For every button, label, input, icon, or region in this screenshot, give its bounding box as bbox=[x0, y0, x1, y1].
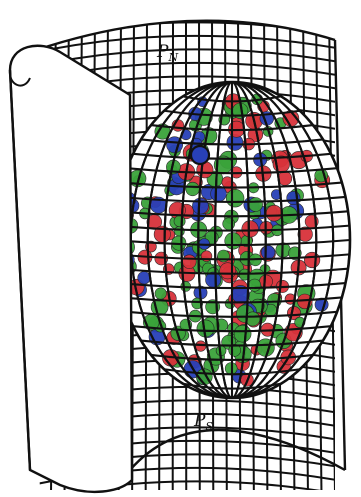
atom bbox=[266, 205, 282, 221]
cylinder-front-sheet bbox=[10, 46, 132, 492]
atom bbox=[234, 325, 251, 342]
south-pole-label: PS bbox=[194, 413, 213, 432]
marker-atom bbox=[191, 146, 209, 164]
north-pole-label: PN bbox=[157, 44, 178, 63]
atom bbox=[226, 189, 244, 207]
atom bbox=[220, 263, 236, 279]
sphere bbox=[114, 82, 350, 398]
north-pole-subscript: N bbox=[168, 51, 178, 64]
atom bbox=[174, 226, 184, 236]
south-pole-symbol: P bbox=[194, 411, 205, 431]
atom bbox=[248, 279, 260, 291]
atom bbox=[261, 246, 275, 260]
south-pole-subscript: S bbox=[205, 420, 213, 433]
atom bbox=[155, 288, 166, 299]
atom bbox=[186, 182, 200, 196]
atom bbox=[242, 221, 259, 238]
atom bbox=[138, 272, 151, 285]
atom bbox=[174, 216, 185, 227]
atom bbox=[304, 252, 320, 268]
atom bbox=[249, 198, 263, 212]
north-pole-symbol: P bbox=[157, 42, 168, 62]
atom bbox=[182, 255, 196, 269]
atom bbox=[259, 275, 272, 288]
